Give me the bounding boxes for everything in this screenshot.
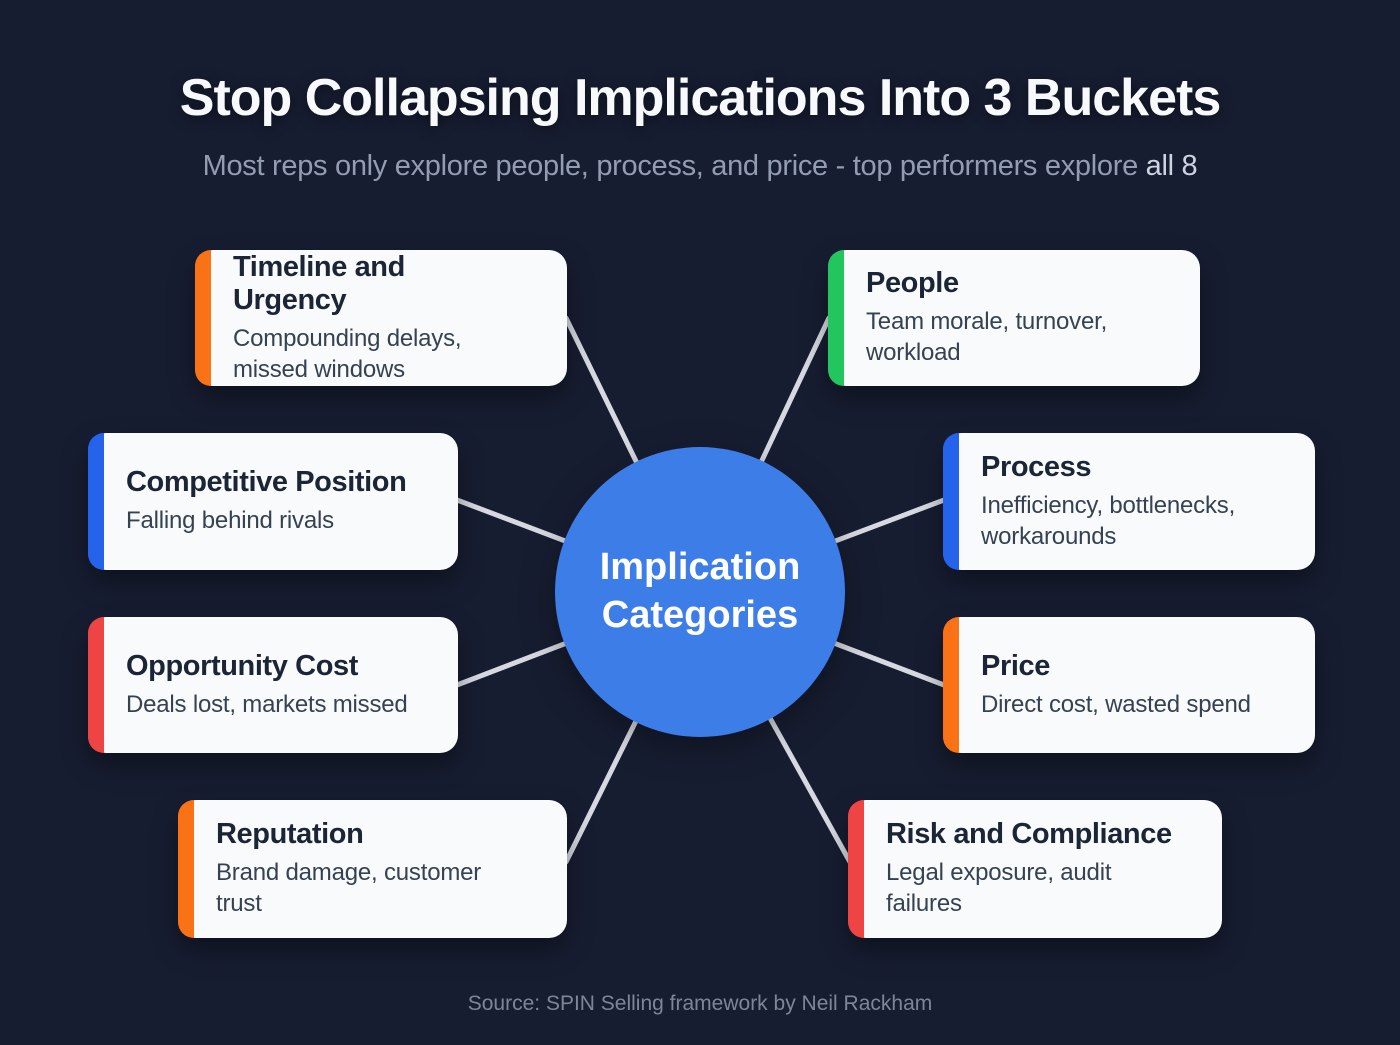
card-accent-bar (88, 433, 104, 570)
hub-label-line2: Categories (601, 594, 799, 636)
hub-label-line1: Implication (599, 546, 801, 589)
card-accent-bar (943, 433, 959, 570)
card-description: Falling behind rivals (126, 507, 334, 535)
card-description: Brand damage, customer trust (216, 859, 482, 917)
card-description: Direct cost, wasted spend (981, 690, 1251, 718)
card-accent-bar (848, 800, 864, 938)
card-accent-bar (195, 250, 211, 386)
card-accent-bar (178, 800, 194, 938)
card-competitive-position: Competitive Position Falling behind riva… (88, 433, 458, 570)
card-title: Reputation (216, 818, 364, 851)
page-subtitle: Most reps only explore people, process, … (0, 150, 1400, 183)
card-timeline-and-urgency: Timeline and Urgency Compounding delays,… (195, 250, 567, 386)
card-description: Inefficiency, bottlenecks, workarounds (981, 491, 1236, 550)
card-reputation: Reputation Brand damage, customer trust (178, 800, 567, 938)
source-attribution: Source: SPIN Selling framework by Neil R… (467, 992, 933, 1015)
subtitle-text: Most reps only explore people, process, … (202, 150, 1146, 182)
card-accent-bar (88, 617, 104, 753)
card-description: Legal exposure, audit failures (886, 859, 1112, 917)
center-hub-circle: Implication Categories (555, 447, 845, 737)
card-price: Price Direct cost, wasted spend (943, 617, 1315, 753)
card-process: Process Inefficiency, bottlenecks, worka… (943, 433, 1315, 570)
card-title: Competitive Position (126, 466, 407, 499)
card-people: People Team morale, turnover, workload (828, 250, 1200, 386)
card-description: Team morale, turnover, workload (866, 308, 1108, 366)
card-title: Price (981, 649, 1050, 682)
card-title: Opportunity Cost (126, 649, 359, 682)
card-description: Deals lost, markets missed (126, 690, 408, 718)
card-title: Process (981, 450, 1092, 483)
card-title: Risk and Compliance (886, 818, 1172, 851)
card-accent-bar (943, 617, 959, 753)
subtitle-emphasis: all 8 (1145, 150, 1198, 182)
page-title: Stop Collapsing Implications Into 3 Buck… (179, 69, 1221, 127)
card-accent-bar (828, 250, 844, 386)
card-title: Timeline and Urgency (233, 250, 405, 316)
card-risk-and-compliance: Risk and Compliance Legal exposure, audi… (848, 800, 1222, 938)
card-description: Compounding delays, missed windows (233, 324, 462, 383)
card-opportunity-cost: Opportunity Cost Deals lost, markets mis… (88, 617, 458, 753)
card-title: People (866, 267, 959, 300)
